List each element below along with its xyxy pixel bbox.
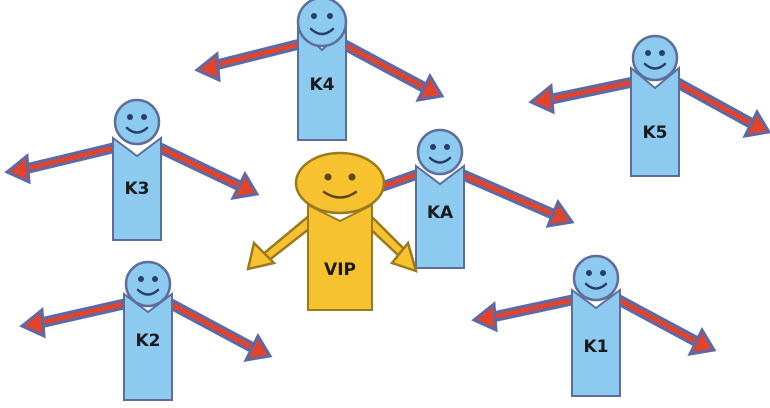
- arrowhead-right-ka: [545, 198, 575, 228]
- eye-icon: [324, 173, 332, 181]
- eye-icon: [348, 173, 356, 181]
- arrowhead-left-k2: [19, 307, 46, 339]
- body-k2: [123, 292, 173, 401]
- person-k4: K4: [194, 0, 445, 141]
- arrow-left-k2: [34, 298, 126, 330]
- person-vip: VIP: [246, 151, 418, 311]
- arrowhead-left-k4: [194, 51, 221, 83]
- arrowhead-right-k4: [415, 72, 445, 102]
- body-k1: [571, 288, 621, 397]
- head-k1: [572, 254, 620, 302]
- eye-icon: [127, 114, 133, 120]
- arrow-left-k1: [486, 294, 574, 324]
- smile-icon: [322, 190, 358, 199]
- head-k4: [296, 0, 348, 48]
- eye-icon: [444, 144, 450, 150]
- smile-icon: [125, 126, 149, 134]
- head-vip: [294, 151, 386, 215]
- label-k1: K1: [583, 337, 608, 357]
- label-k2: K2: [135, 331, 160, 351]
- label-ka: KA: [427, 203, 454, 223]
- arrow-right-k5: [673, 75, 760, 132]
- person-ka: KA: [320, 128, 575, 269]
- eye-icon: [152, 276, 158, 282]
- arrow-right-ka: [458, 167, 561, 221]
- smile-icon: [643, 62, 667, 70]
- label-vip: VIP: [324, 260, 356, 280]
- arrowhead-right-k3: [230, 170, 260, 200]
- arrowhead-left-k1: [471, 301, 498, 333]
- eye-icon: [141, 114, 147, 120]
- eye-icon: [138, 276, 144, 282]
- head-ka: [416, 128, 464, 176]
- arrow-right-k4: [340, 37, 433, 96]
- body-k3: [112, 136, 162, 241]
- arrow-left-k3: [19, 142, 115, 176]
- person-k2: K2: [19, 260, 273, 401]
- eye-icon: [311, 13, 317, 19]
- body-vip: [307, 203, 373, 311]
- eye-icon: [430, 144, 436, 150]
- arrow-right-k3: [157, 141, 248, 193]
- eye-icon: [600, 270, 606, 276]
- arrowhead-left-k3: [4, 153, 31, 185]
- smile-icon: [309, 27, 335, 36]
- smile-icon: [584, 282, 608, 290]
- eye-icon: [586, 270, 592, 276]
- arrow-left-k4: [210, 38, 302, 72]
- label-k5: K5: [642, 123, 667, 143]
- person-k5: K5: [528, 34, 770, 177]
- arrow-left-vip: [260, 212, 316, 263]
- eye-icon: [327, 13, 333, 19]
- body-k5: [630, 65, 680, 177]
- person-k1: K1: [471, 254, 717, 397]
- person-k3: K3: [4, 98, 260, 241]
- arrow-left-k5: [545, 76, 635, 106]
- arrow-right-k1: [616, 293, 705, 350]
- arrow-right-k2: [168, 297, 261, 356]
- body-ka: [415, 164, 465, 269]
- arrowhead-left-vip: [246, 240, 277, 271]
- head-k2: [124, 260, 172, 308]
- label-k4: K4: [309, 75, 334, 95]
- head-k3: [113, 98, 161, 146]
- smile-icon: [136, 288, 160, 296]
- eye-icon: [645, 50, 651, 56]
- arrowhead-right-k5: [742, 108, 770, 138]
- head-k5: [631, 34, 679, 82]
- eye-icon: [659, 50, 665, 56]
- smile-icon: [428, 156, 452, 164]
- arrowhead-left-k5: [528, 83, 555, 115]
- arrowhead-right-k1: [687, 326, 717, 356]
- arrowhead-right-vip: [389, 240, 418, 273]
- label-k3: K3: [124, 179, 149, 199]
- arrowhead-right-k2: [243, 332, 273, 362]
